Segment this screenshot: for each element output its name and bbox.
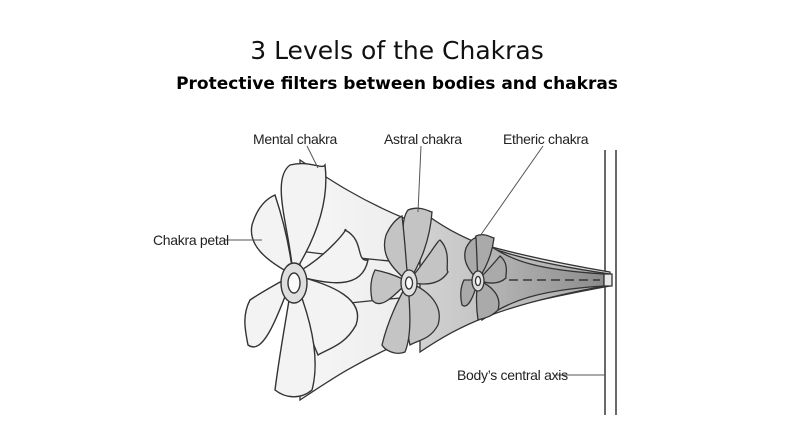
astral-chakra-flower <box>370 207 449 354</box>
leader-lines <box>224 145 605 376</box>
mental-chakra-flower <box>244 162 369 398</box>
label-central-axis: Body’s central axis <box>457 367 568 383</box>
etheric-funnel <box>481 238 613 322</box>
page-title: 3 Levels of the Chakras <box>250 36 544 65</box>
label-etheric-chakra: Etheric chakra <box>503 131 589 147</box>
label-chakra-petal: Chakra petal <box>153 232 229 248</box>
label-astral-chakra: Astral chakra <box>384 131 462 147</box>
etheric-chakra-flower <box>460 233 508 321</box>
page-subtitle: Protective filters between bodies and ch… <box>176 74 618 94</box>
label-mental-chakra: Mental chakra <box>253 131 338 147</box>
